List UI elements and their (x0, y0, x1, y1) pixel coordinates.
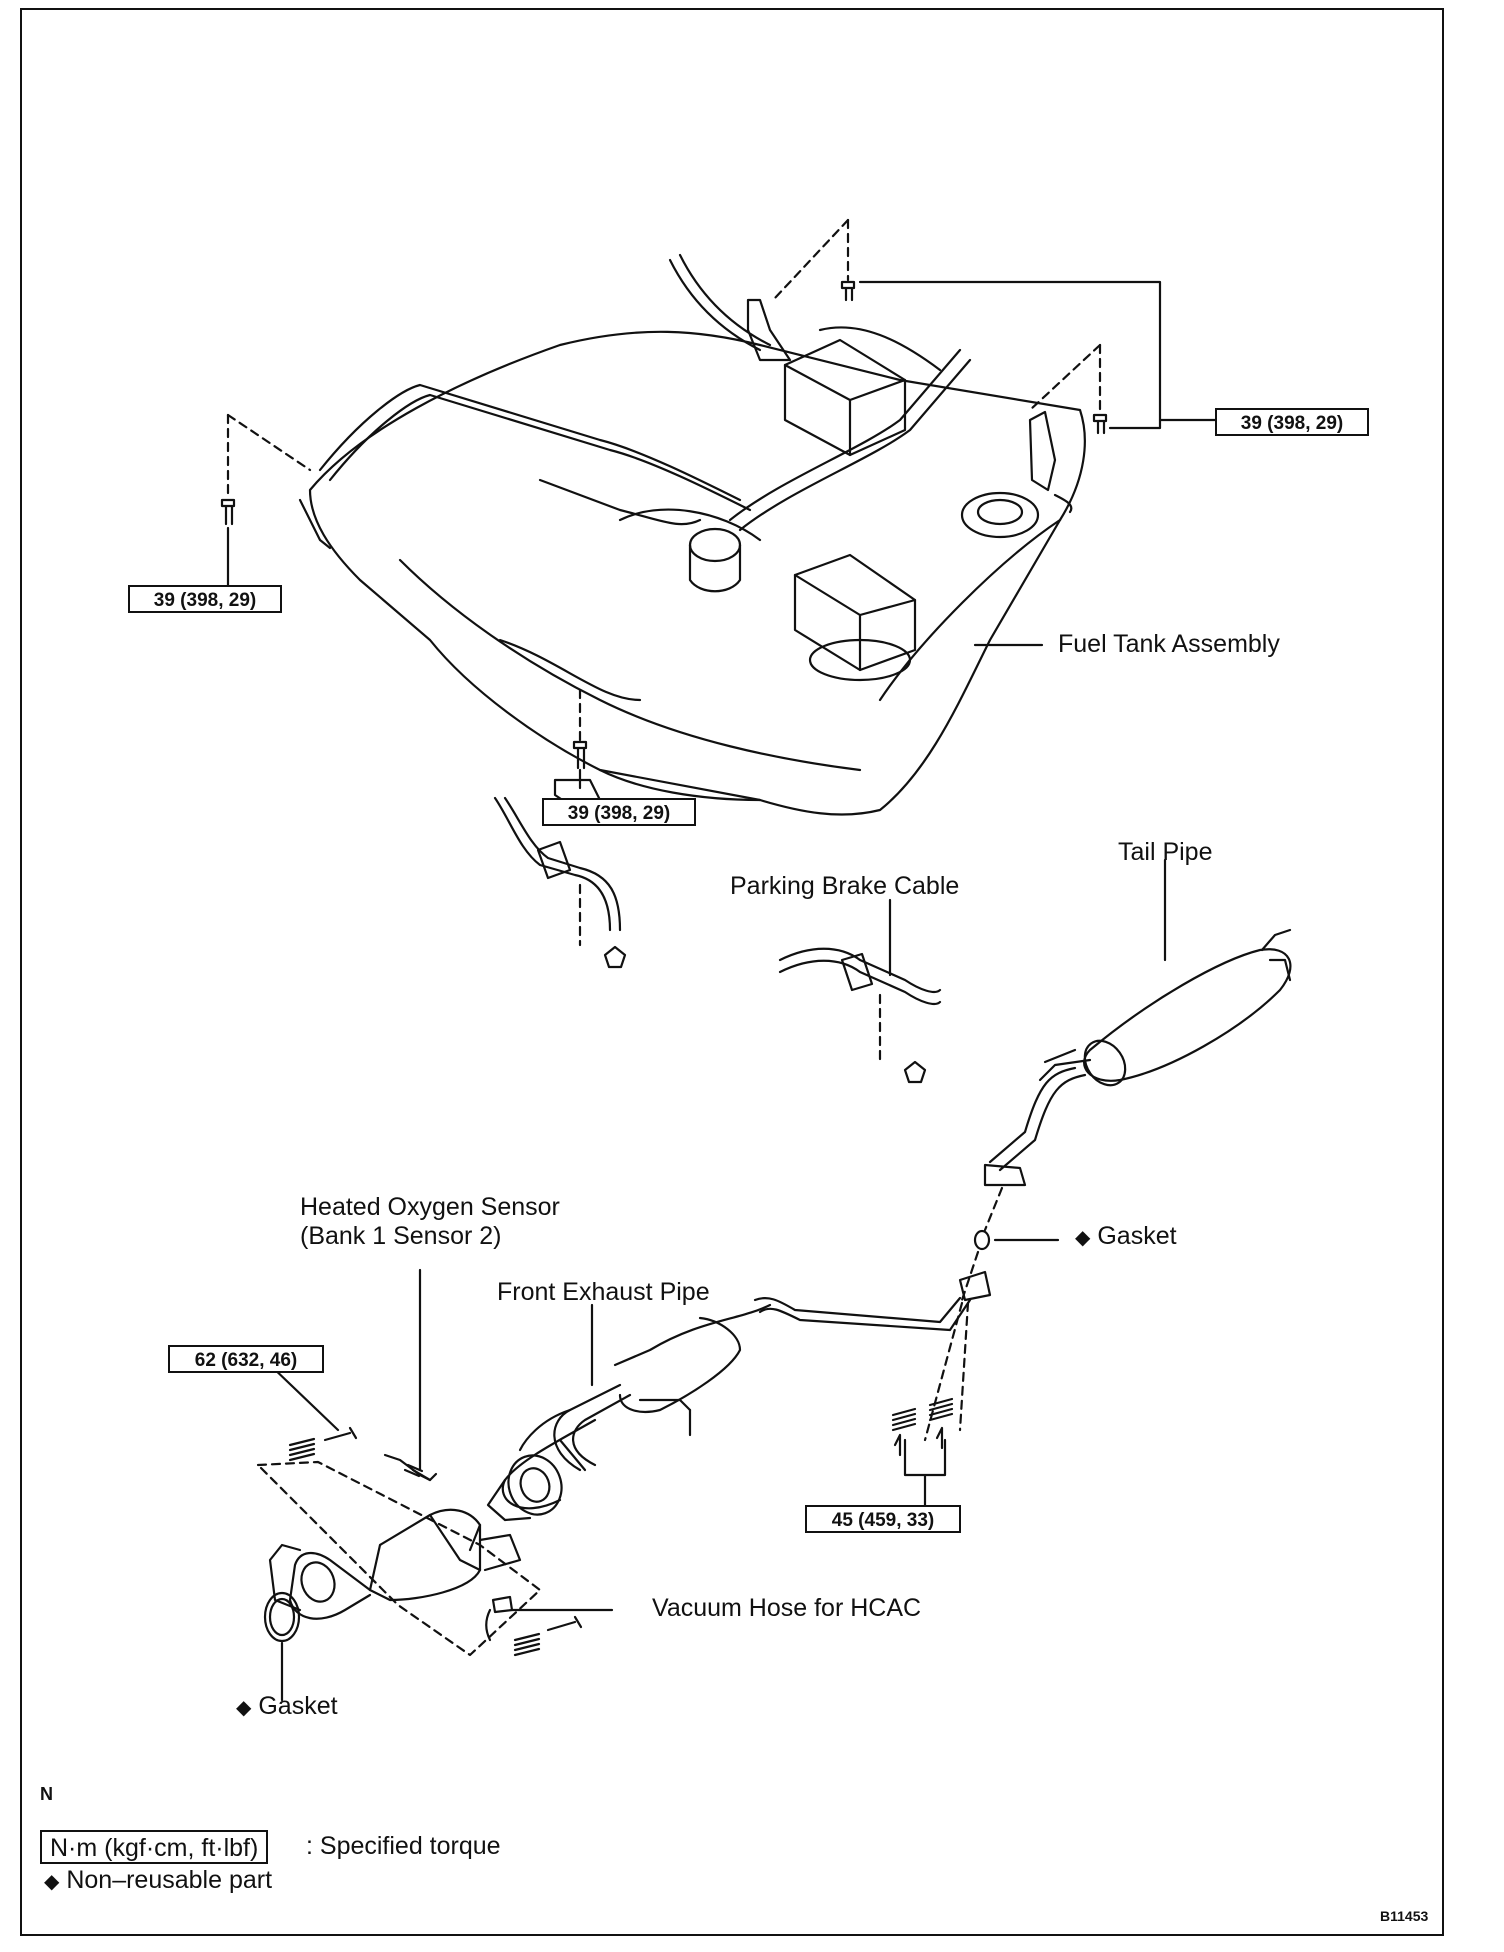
tank-bolts (220, 280, 1108, 770)
gasket-upper-ring (973, 1229, 991, 1251)
tank-right-leader-2 (1108, 418, 1162, 430)
exhaust-rear-torque-leader (903, 1438, 947, 1507)
charcoal-canister-upper (783, 338, 907, 457)
nonreusable-diamond-icon: ◆ (44, 1871, 60, 1893)
label-vacuum-hose: Vacuum Hose for HCAC (652, 1594, 922, 1622)
torque-tank-left: 39 (398, 29) (128, 585, 282, 613)
heated-oxygen-sensor (383, 1453, 438, 1482)
label-heated-oxygen-sensor: Heated Oxygen Sensor(Bank 1 Sensor 2) (300, 1193, 560, 1250)
tank-right-leader (858, 280, 1217, 422)
manifold-springs-bolts (288, 1397, 954, 1657)
fuel-lines (298, 253, 972, 550)
label-gasket-upper: ◆ Gasket (1075, 1222, 1177, 1250)
rear-exhaust-bolt-guides (923, 1301, 970, 1442)
fuel-tank-body (308, 330, 1086, 816)
diagram-frame (20, 8, 1444, 1936)
vacuum-hose (485, 1595, 514, 1642)
exhaust-front-torque-leader (266, 1361, 340, 1432)
legend-nonreusable: ◆ Non–reusable part (44, 1866, 273, 1894)
label-parking-brake-cable: Parking Brake Cable (730, 872, 960, 900)
front-exhaust-pipe (486, 1270, 992, 1522)
hose-clamp-left (493, 796, 622, 932)
torque-exhaust-rear: 45 (459, 33) (805, 1505, 961, 1533)
tail-pipe-muffler (983, 928, 1292, 1187)
parking-brake-cable (778, 947, 942, 1006)
label-tail-pipe: Tail Pipe (1118, 838, 1213, 866)
nonreusable-diamond-icon: ◆ (1075, 1227, 1091, 1249)
legend-torque-unit-box: N·m (kgf·cm, ft·lbf) (40, 1830, 269, 1864)
torque-tank-right: 39 (398, 29) (1215, 408, 1369, 436)
tank-bolt-guides (226, 218, 1102, 742)
figure-code: B11453 (1380, 1908, 1429, 1924)
tank-brackets (553, 298, 1073, 807)
catalytic-converter (268, 1508, 522, 1620)
torque-exhaust-front: 62 (632, 46) (168, 1345, 324, 1373)
label-gasket-lower: ◆ Gasket (236, 1692, 338, 1720)
torque-tank-bottom: 39 (398, 29) (542, 798, 696, 826)
corner-mark: N (40, 1784, 53, 1804)
manifold-dashed-outline (256, 1460, 542, 1657)
nonreusable-diamond-icon: ◆ (236, 1697, 252, 1719)
label-front-exhaust-pipe: Front Exhaust Pipe (497, 1278, 710, 1306)
vsv-canister-lower (688, 527, 917, 672)
exhaust-front-gasket (263, 1591, 301, 1643)
legend-torque-description: : Specified torque (306, 1832, 501, 1860)
label-fuel-tank-assembly: Fuel Tank Assembly (1058, 630, 1280, 658)
